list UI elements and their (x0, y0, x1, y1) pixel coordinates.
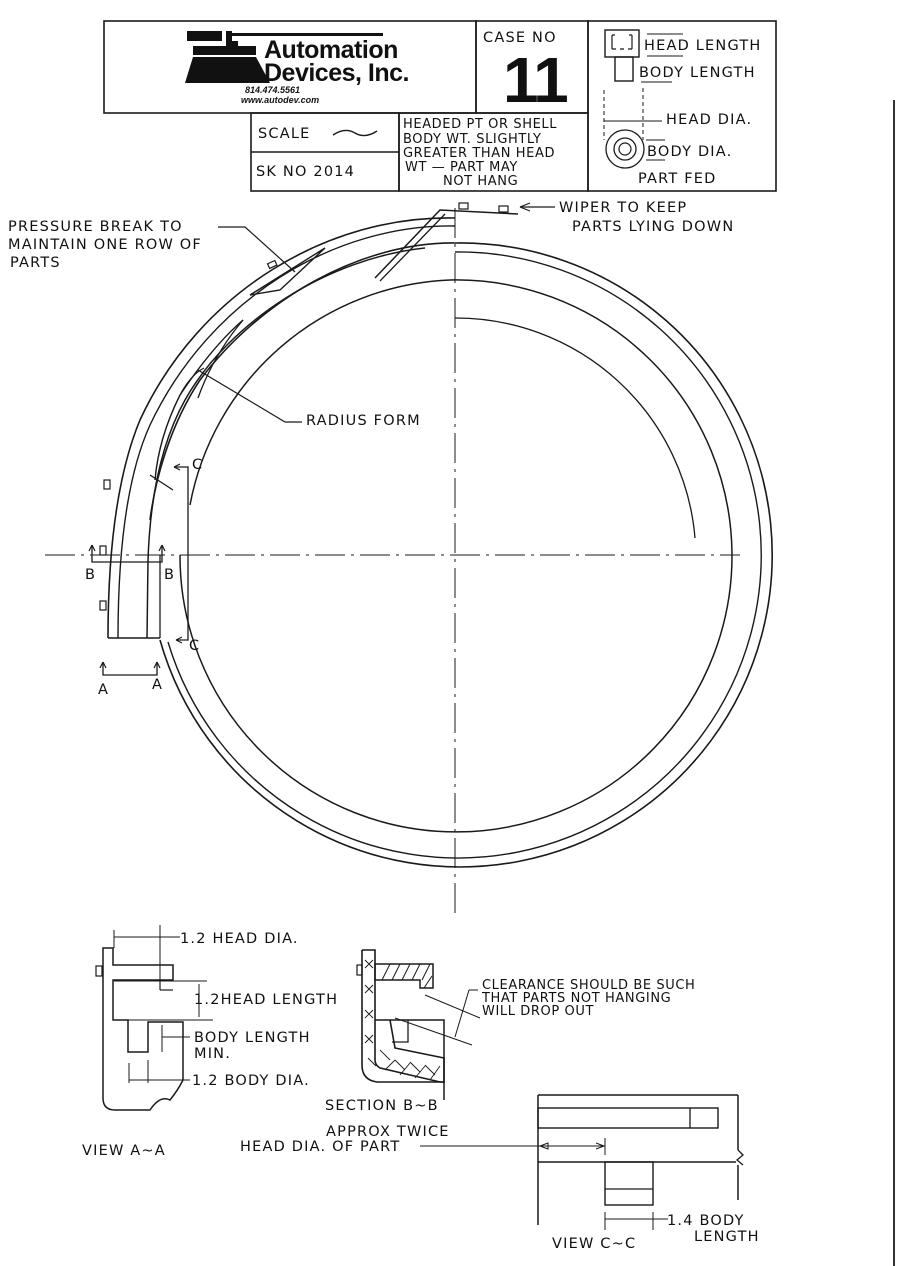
pressure-break-note-1: PRESSURE BREAK TO (8, 219, 183, 235)
section-mark-c-top: C (192, 457, 204, 473)
wiper-note-2: PARTS LYING DOWN (572, 219, 735, 235)
body-length-dim-c-2: LENGTH (694, 1229, 760, 1245)
body-length-dim-1: BODY LENGTH (194, 1030, 311, 1046)
section-mark-a-left: A (98, 682, 110, 698)
section-b-b-drawing (356, 949, 481, 1100)
scale-label: SCALE (258, 126, 311, 142)
section-mark-b-left: B (85, 567, 97, 583)
company-name-line2: Devices, Inc. (264, 59, 409, 87)
wiper-note-1: WIPER TO KEEP (559, 200, 688, 216)
view-c-c-drawing (420, 1094, 744, 1230)
section-mark-b-right: B (164, 567, 176, 583)
pressure-break-note-2: MAINTAIN ONE ROW OF (8, 237, 202, 253)
clearance-note-2: THAT PARTS NOT HANGING (482, 991, 672, 1006)
twice-head-dia-note-2: HEAD DIA. OF PART (240, 1139, 401, 1155)
part-fed-caption: PART FED (638, 171, 717, 187)
view-a-a-caption: VIEW A~A (82, 1143, 166, 1159)
logo-mark (185, 31, 383, 83)
head-length-label: HEAD LENGTH (644, 38, 762, 54)
section-mark-a-right: A (152, 677, 164, 693)
section-mark-c-bottom: C (189, 638, 201, 654)
page-border-right (893, 100, 895, 1266)
body-length-label: BODY LENGTH (639, 65, 756, 81)
case-label: CASE NO (483, 30, 557, 46)
head-dia-dim: 1.2 HEAD DIA. (180, 931, 299, 947)
body-length-dim-2: MIN. (194, 1046, 232, 1062)
clearance-note-1: CLEARANCE SHOULD BE SUCH (482, 978, 696, 993)
company-phone: 814.474.5561 (245, 85, 301, 95)
head-dia-label: HEAD DIA. (666, 112, 753, 128)
sketch-number: SK NO 2014 (256, 164, 356, 180)
section-b-b-caption: SECTION B~B (325, 1098, 439, 1114)
company-website: www.autodev.com (241, 95, 320, 105)
body-dia-dim: 1.2 BODY DIA. (192, 1073, 310, 1089)
head-length-dim: 1.2HEAD LENGTH (194, 992, 339, 1008)
view-c-c-caption: VIEW C~C (552, 1236, 637, 1252)
body-dia-label: BODY DIA. (647, 144, 733, 160)
pressure-break-note-3: PARTS (10, 255, 61, 271)
clearance-note-3: WILL DROP OUT (482, 1004, 595, 1019)
description-box (398, 112, 589, 192)
case-number: 11 (503, 44, 569, 116)
body-length-dim-c-1: 1.4 BODY (667, 1213, 745, 1229)
part-fed-box (587, 20, 777, 192)
twice-head-dia-note-1: APPROX TWICE (326, 1124, 450, 1140)
company-name-line1: Automation (264, 36, 398, 64)
radius-form-note: RADIUS FORM (306, 413, 421, 429)
